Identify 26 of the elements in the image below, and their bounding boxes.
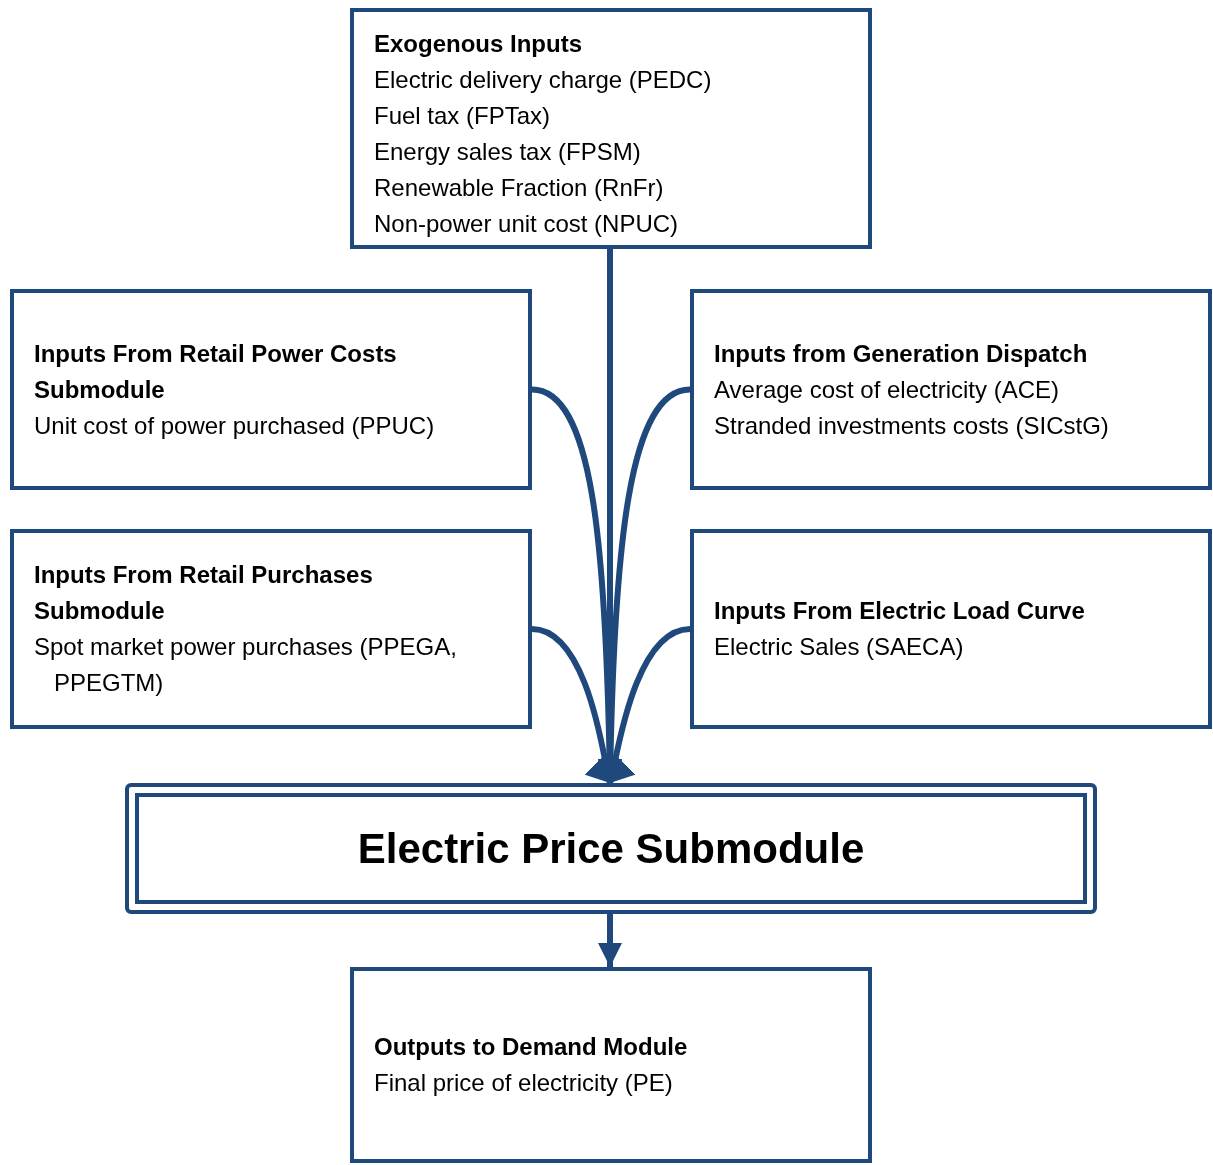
body-text: Average cost of electricity (ACE) [714, 374, 1060, 405]
body-text: Unit cost of power purchased (PPUC) [34, 410, 436, 441]
body-text: Final price of electricity (PE) [374, 1068, 674, 1098]
body-text: Stranded investments costs (SICstG) [714, 410, 1110, 441]
heading-text: Inputs From Retail Purchases Submodule [34, 560, 374, 626]
body-text: Spot market power purchases (PPEGA, PPEGTM) [34, 632, 458, 698]
arrow [598, 914, 622, 967]
process-box [125, 783, 1097, 914]
heading-text: Inputs From Retail Power Costs Submodule [34, 338, 398, 405]
title-text: Electric Price Submodule [357, 824, 865, 874]
heading-text: Exogenous Inputs [374, 29, 583, 59]
body-text: Electric Sales (SAECA) [714, 632, 965, 662]
body-text: Energy sales tax (FPSM) [374, 137, 642, 167]
input-box [690, 289, 1212, 490]
input-box [350, 8, 872, 249]
input-box [350, 967, 872, 1163]
body-text: Electric delivery charge (PEDC) [374, 65, 713, 95]
body-text: Fuel tax (FPTax) [374, 101, 552, 131]
heading-text: Outputs to Demand Module [374, 1032, 689, 1062]
heading-text: Inputs from Generation Dispatch [714, 338, 1089, 369]
input-box [690, 529, 1212, 729]
heading-text: Inputs From Electric Load Curve [714, 596, 1086, 626]
body-text: Renewable Fraction (RnFr) [374, 173, 665, 203]
input-box [10, 289, 532, 490]
input-box [10, 529, 532, 729]
body-text: Non-power unit cost (NPUC) [374, 209, 680, 239]
